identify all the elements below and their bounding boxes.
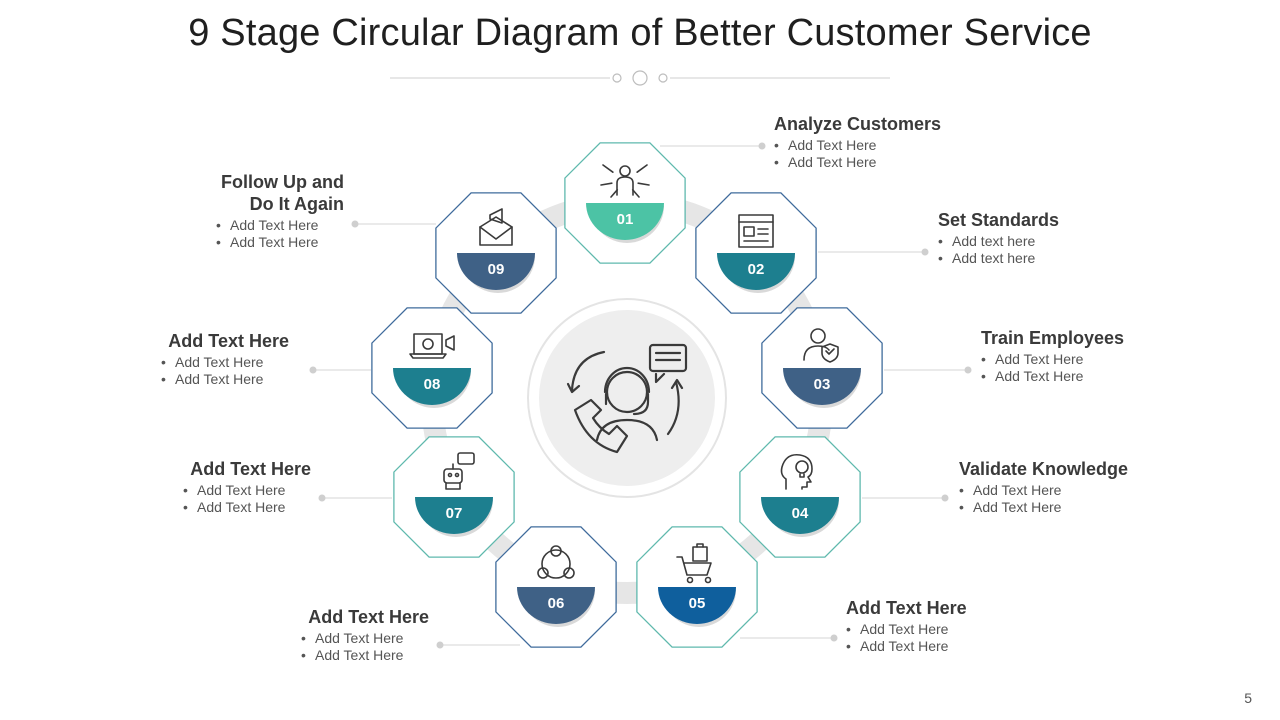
connector-dot (941, 494, 949, 502)
stage-node-02: 02 (695, 192, 817, 314)
connector-dot (758, 142, 766, 150)
stage-number: 05 (689, 595, 706, 612)
head-lightbulb-icon (780, 453, 813, 490)
stage-title: Add Text Here (846, 598, 967, 618)
stage-label-02: Set Standards •Add text here•Add text her… (938, 209, 1198, 267)
people-network-icon (537, 545, 575, 579)
title-divider (390, 70, 890, 86)
document-layout-icon (738, 214, 774, 248)
person-broadcast-icon (600, 164, 650, 198)
page-title: 9 Stage Circular Diagram of Better Custo… (188, 12, 1092, 54)
stage-title: Add Text Here (168, 331, 289, 351)
stage-bullet: •Add Text Here (183, 482, 286, 498)
chatbot-icon (443, 452, 475, 490)
connector-dot (318, 494, 326, 502)
stage-bullet: •Add Text Here (774, 154, 877, 170)
stage-title: Analyze Customers (774, 114, 942, 134)
stage-title: Train Employees (981, 328, 1125, 348)
stage-node-05: 05 (636, 526, 758, 648)
stage-number: 06 (548, 595, 565, 612)
connector-dot (436, 641, 444, 649)
stage-number: 09 (488, 261, 505, 278)
stage-node-08: 08 (371, 307, 493, 429)
stage-bowl (761, 497, 839, 534)
stage-bowl (457, 253, 535, 290)
stage-bullet: •Add Text Here (161, 371, 264, 387)
stage-bowl (717, 253, 795, 290)
stage-bullet: •Add Text Here (959, 482, 1062, 498)
connector-dot (830, 634, 838, 642)
stage-number: 01 (617, 211, 634, 228)
stage-title: Set Standards (938, 210, 1060, 230)
stage-node-09: 09 (435, 192, 557, 314)
stage-title: Follow Up and Do It Again (221, 172, 344, 214)
stage-bullet: •Add Text Here (981, 368, 1084, 384)
stage-bowl (783, 368, 861, 405)
stage-title: Add Text Here (308, 607, 429, 627)
stage-label-03: Train Employees •Add Text Here•Add Text H… (981, 327, 1241, 385)
connector-dot (964, 366, 972, 374)
stage-label-07: Add Text Here •Add Text Here•Add Text Her… (51, 458, 311, 516)
stage-bowl (393, 368, 471, 405)
stage-title: Add Text Here (190, 459, 311, 479)
envelope-megaphone-icon (479, 208, 513, 246)
page-number: 5 (1244, 690, 1252, 706)
stage-bullet: •Add Text Here (183, 499, 286, 515)
stage-number: 02 (748, 261, 765, 278)
stage-bullet: •Add Text Here (161, 354, 264, 370)
stage-bowl (415, 497, 493, 534)
stage-label-09: Follow Up and Do It Again •Add Text Here•… (84, 171, 344, 251)
stage-bullet: •Add Text Here (846, 621, 949, 637)
laptop-gear-megaphone-icon (409, 333, 455, 359)
stage-bullet: •Add Text Here (301, 647, 404, 663)
customer-support-agent-icon (566, 343, 688, 454)
stage-number: 08 (424, 376, 441, 393)
connector-dot (921, 248, 929, 256)
stage-bowl (586, 203, 664, 240)
stage-bullet: •Add Text Here (981, 351, 1084, 367)
stage-node-04: 04 (739, 436, 861, 558)
stage-bullet: •Add Text Here (774, 137, 877, 153)
stage-number: 03 (814, 376, 831, 393)
stage-title: Validate Knowledge (959, 459, 1129, 479)
stage-bowl (517, 587, 595, 624)
stage-label-06: Add Text Here •Add Text Here•Add Text Her… (169, 606, 429, 664)
connector-dot (309, 366, 317, 374)
stage-number: 07 (446, 505, 463, 522)
connector-dot (351, 220, 359, 228)
stage-node-03: 03 (761, 307, 883, 429)
shopping-cart-icon (676, 543, 712, 584)
stage-bullet: •Add Text Here (216, 217, 319, 233)
center-hub (527, 298, 727, 498)
stage-node-06: 06 (495, 526, 617, 648)
stage-node-07: 07 (393, 436, 515, 558)
stage-bullet: •Add Text Here (301, 630, 404, 646)
stage-bullet: •Add Text Here (959, 499, 1062, 515)
stage-bullet: •Add text here (938, 233, 1036, 249)
stage-number: 04 (792, 505, 809, 522)
stage-label-08: Add Text Here •Add Text Here•Add Text Her… (29, 330, 289, 388)
stage-label-04: Validate Knowledge •Add Text Here•Add Tex… (959, 458, 1219, 516)
stage-bowl (658, 587, 736, 624)
stage-node-01: 01 (564, 142, 686, 264)
stage-bullet: •Add Text Here (216, 234, 319, 250)
stage-label-01: Analyze Customers •Add Text Here•Add Text… (774, 113, 1034, 171)
stage-bullet: •Add text here (938, 250, 1036, 266)
user-shield-icon (803, 328, 839, 363)
stage-label-05: Add Text Here •Add Text Here•Add Text Her… (846, 597, 1106, 655)
stage-bullet: •Add Text Here (846, 638, 949, 654)
